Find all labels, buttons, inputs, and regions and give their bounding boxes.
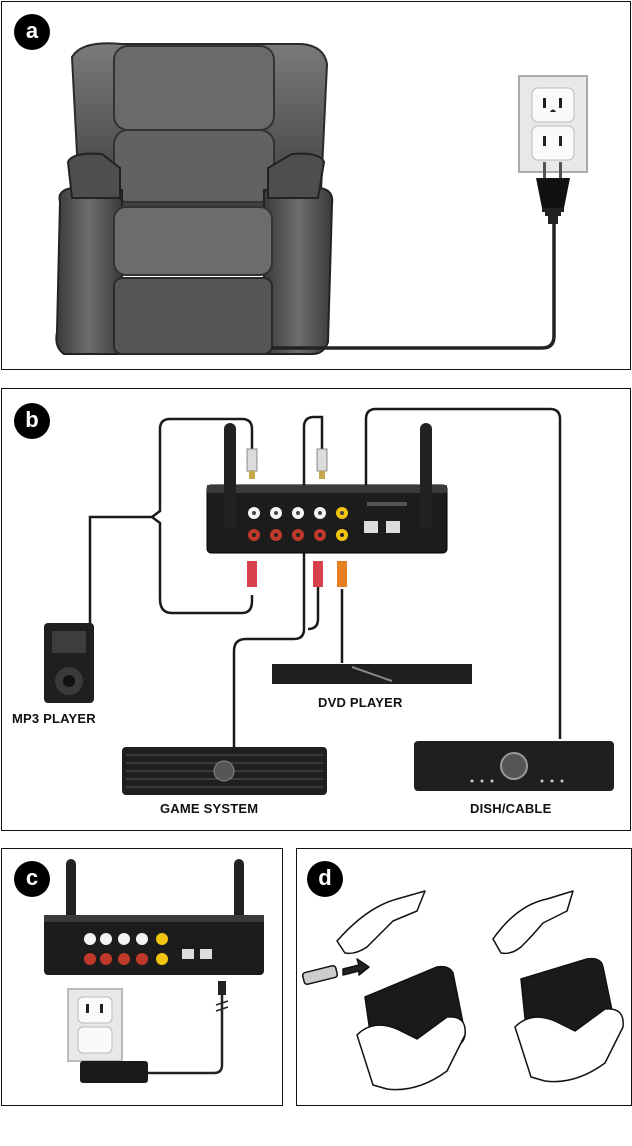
hand-icon [493, 891, 573, 953]
panel-a: a [1, 1, 631, 370]
mp3-player-label: MP3 PLAYER [12, 711, 96, 726]
power-adapter-icon [80, 1061, 148, 1083]
hand-icon [337, 891, 425, 953]
rca-plug-white-icon [247, 449, 327, 479]
panel-b-badge: b [14, 403, 50, 439]
rca-plug-red-icon [247, 561, 347, 587]
panel-d: d [296, 848, 632, 1106]
dish-cable-label: DISH/CABLE [470, 801, 551, 816]
panel-c: c [1, 848, 283, 1106]
game-system-icon [122, 747, 327, 795]
cable-routing [2, 389, 631, 831]
dish-box-icon [414, 741, 614, 791]
dvd-player-label: DVD PLAYER [318, 695, 403, 710]
game-system-label: GAME SYSTEM [160, 801, 258, 816]
dvd-player-icon [272, 664, 472, 684]
battery-install-d [297, 849, 632, 1106]
panel-c-badge: c [14, 861, 50, 897]
panel-b: MP3 PLAYER DVD PLAYER GAME SYSTEM DISH/C… [1, 388, 631, 831]
receiver-icon [207, 485, 447, 553]
receiver-icon [44, 915, 264, 975]
wall-outlet-icon [68, 989, 122, 1061]
plug-icon [2, 2, 631, 370]
mp3-player-icon [44, 623, 94, 703]
battery-icon [302, 965, 338, 985]
panel-a-badge: a [14, 14, 50, 50]
panel-d-badge: d [307, 861, 343, 897]
